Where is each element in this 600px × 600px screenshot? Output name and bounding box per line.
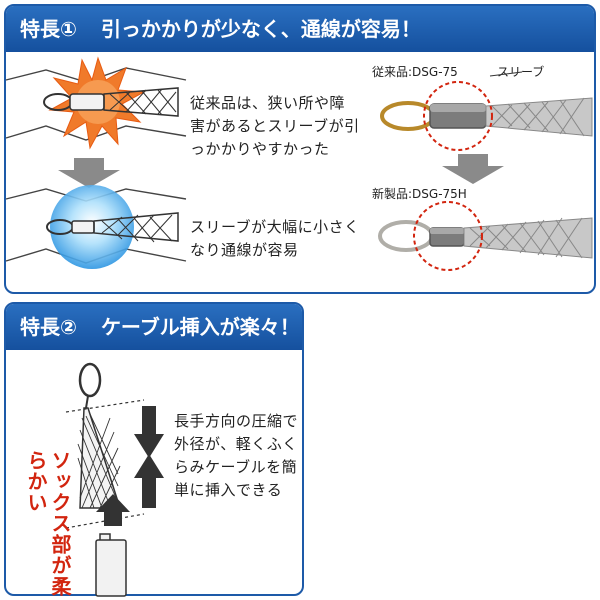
new-product-description: スリーブが大幅に小さくなり通線が容易	[190, 218, 360, 259]
down-arrow-icon	[58, 158, 120, 188]
feature2-number: 特長②	[20, 315, 77, 339]
insert-description: 長手方向の圧縮で外径が、軽くふくらみケーブルを簡単に挿入できる	[174, 412, 299, 499]
compress-arrow-down-icon	[134, 406, 164, 458]
insert-arrow-icon	[96, 494, 130, 526]
soft-sock-callout: ソックス部が柔らかい	[24, 450, 72, 597]
new-product-photo	[378, 201, 593, 271]
feature2-header: 特長② ケーブル挿入が楽々！	[6, 304, 302, 350]
old-product-photo	[380, 71, 593, 151]
feature1-number: 特長①	[20, 17, 77, 41]
sleeve-callout-circle-new	[413, 201, 483, 271]
feature1-title: 引っかかりが少なく、通線が容易！	[100, 17, 421, 41]
compress-arrow-up-icon	[134, 454, 164, 508]
sleeve-label: スリーブ	[497, 65, 545, 79]
cable-grip-illustration	[65, 362, 164, 597]
old-product-description: 従来品は、狭い所や障害があるとスリーブが引っかかりやすかった	[190, 94, 360, 158]
down-arrow-icon-right	[442, 154, 504, 184]
feature2-title: ケーブル挿入が楽々！	[100, 315, 300, 339]
old-product-label: 従来品:DSG-75	[372, 65, 458, 79]
new-product-label: 新製品:DSG-75H	[372, 187, 467, 201]
sleeve-callout-circle-old	[423, 81, 493, 151]
new-product-illustration	[5, 185, 187, 269]
feature1-header: 特長① 引っかかりが少なく、通線が容易！	[6, 6, 594, 52]
old-product-illustration	[5, 56, 187, 150]
